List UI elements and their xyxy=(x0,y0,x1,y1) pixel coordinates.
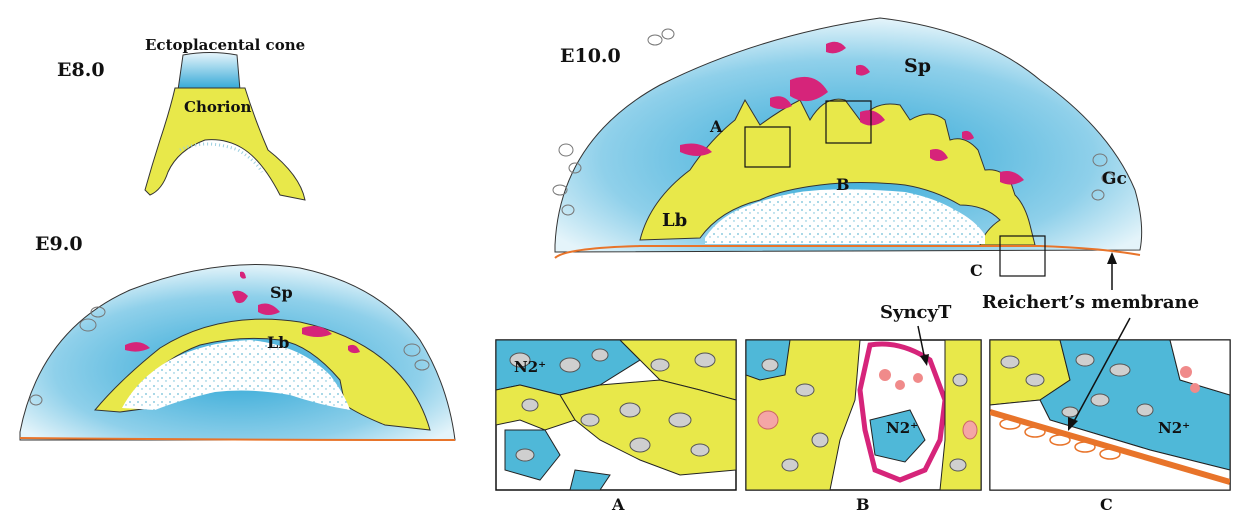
inset-c-caption: C xyxy=(1100,495,1113,513)
e10-sp-label: Sp xyxy=(904,55,931,77)
box-c-label: C xyxy=(970,261,983,280)
e10-stage-label: E10.0 xyxy=(560,45,621,67)
inset-b: N2⁺ SyncyT B xyxy=(746,302,981,513)
syncyt-label: SyncyT xyxy=(880,302,952,323)
e8-diagram: E8.0 Ectoplacental cone Chorion xyxy=(57,36,305,200)
e9-lb-label: Lb xyxy=(267,333,289,352)
e10-gc-label: Gc xyxy=(1102,169,1127,189)
ectoplacental-cone xyxy=(178,53,240,91)
box-b-label: B xyxy=(836,175,850,194)
inset-c-n2-label: N2⁺ xyxy=(1158,419,1190,437)
e8-stage-label: E8.0 xyxy=(57,59,105,81)
box-a-label: A xyxy=(709,117,723,136)
inset-b-n2-label: N2⁺ xyxy=(886,419,918,437)
chorion-label: Chorion xyxy=(184,98,251,116)
e9-stage-label: E9.0 xyxy=(35,233,83,255)
e10-diagram: E10.0 A xyxy=(553,18,1199,313)
inset-b-caption: B xyxy=(856,495,870,513)
e9-diagram: E9.0 Sp Lb xyxy=(20,233,455,440)
e10-lb-label: Lb xyxy=(662,210,687,231)
reichert-label: Reichert’s membrane xyxy=(982,292,1199,313)
reichert-arrowhead xyxy=(1107,252,1117,264)
inset-a: N2⁺ A xyxy=(496,340,736,513)
ectoplacental-cone-label: Ectoplacental cone xyxy=(145,36,305,54)
inset-a-caption: A xyxy=(611,495,625,513)
e9-sp-label: Sp xyxy=(270,283,293,302)
inset-c: N2⁺ C xyxy=(990,318,1230,513)
inset-a-n2-label: N2⁺ xyxy=(514,358,546,376)
